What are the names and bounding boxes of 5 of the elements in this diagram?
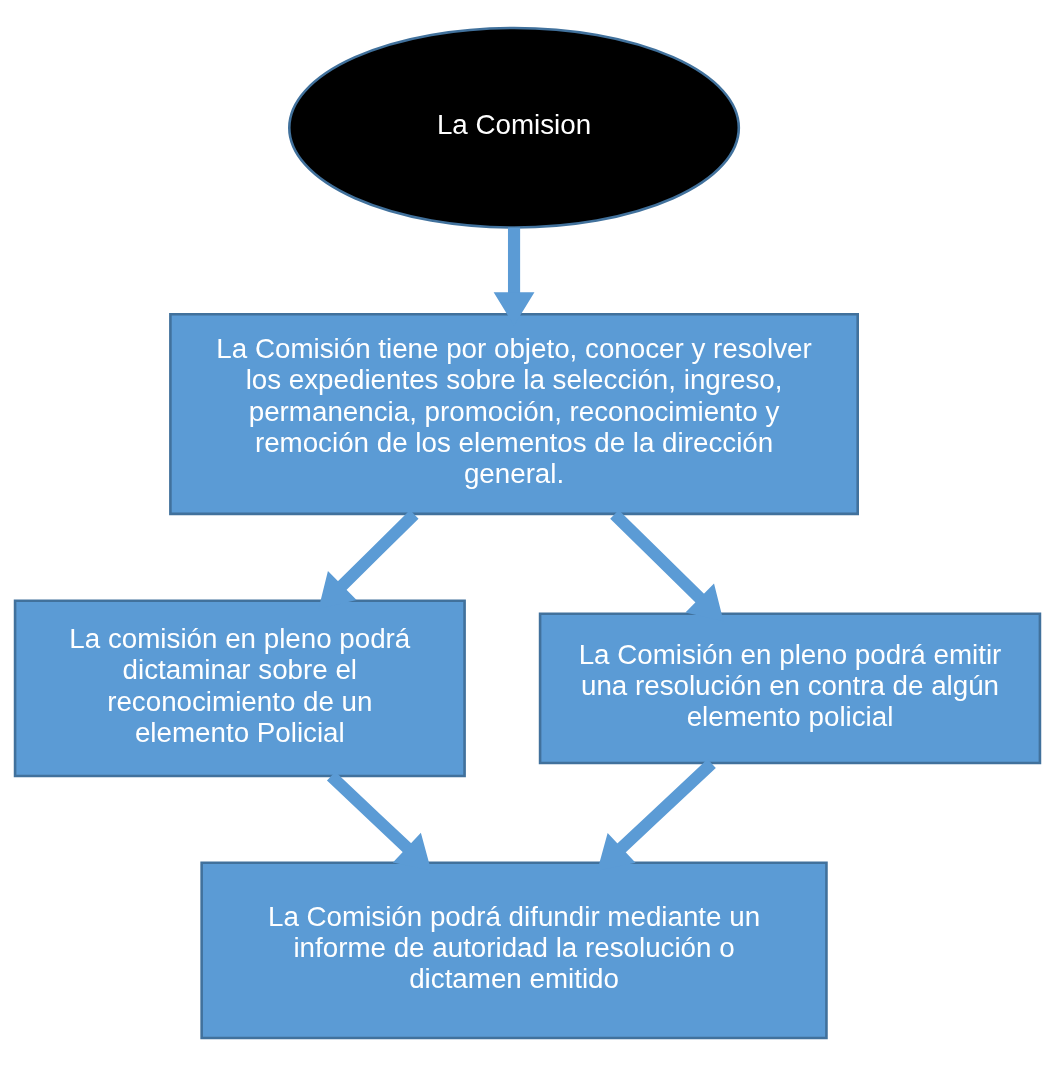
node-box: La comisión en pleno podrá dictaminar sobre el reconocimiento de un elemento Policial bbox=[13, 599, 466, 778]
node-box: La Comisión en pleno podrá emitir una resolución en contra de algún elemento policial bbox=[538, 612, 1042, 765]
node-box: La Comisión tiene por objeto, conocer y resolver los expedientes sobre la selección, ingreso, permanencia, promoción, reconocimiento y remoción de los elementos de la dirección general. bbox=[169, 313, 859, 516]
node-box: La Comisión podrá difundir mediante un informe de autoridad la resolución o dictamen emitido bbox=[200, 861, 828, 1040]
node-ellipse: La Comision bbox=[288, 26, 741, 229]
